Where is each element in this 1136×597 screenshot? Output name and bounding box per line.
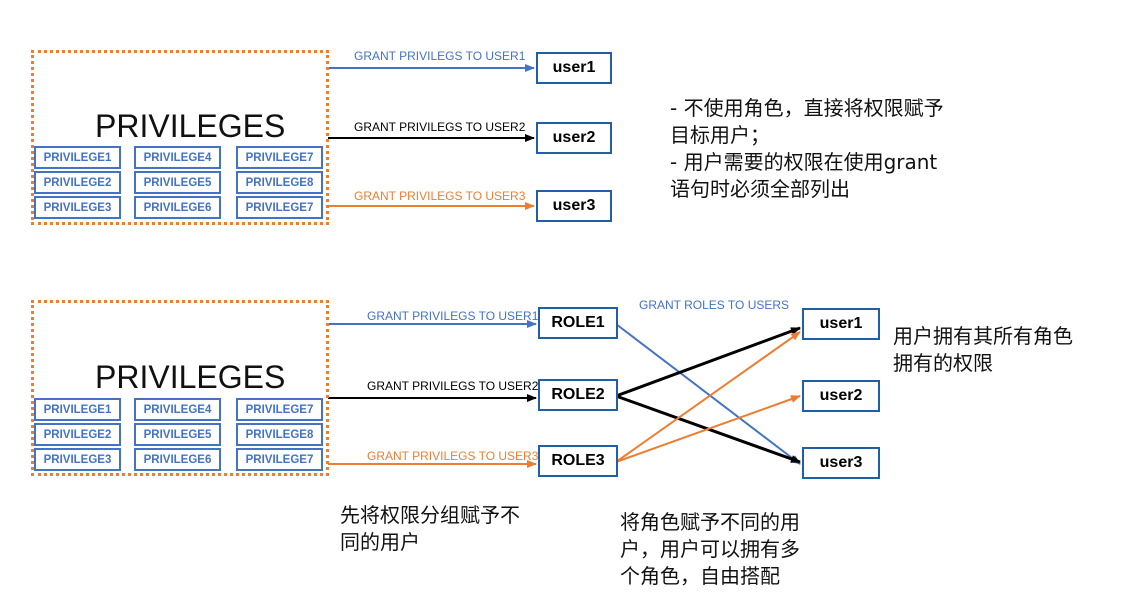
link-role3-user2 (615, 395, 801, 463)
top-privilege-cell: PRIVILEGE4 (134, 146, 221, 169)
bottom-edge-label-role3: GRANT PRIVILEGS TO USER3 (367, 449, 539, 463)
top-note-line: 语句时必须全部列出 (670, 177, 850, 201)
top-note-line: 目标用户； (670, 123, 770, 147)
note-right: 用户拥有其所有角色 拥有的权限 (893, 323, 1073, 377)
top-user1-node: user1 (536, 52, 612, 84)
top-privilege-cell: PRIVILEGE8 (236, 171, 323, 194)
bottom-privilege-cell: PRIVILEGE2 (34, 423, 121, 446)
role2-node: ROLE2 (538, 379, 618, 411)
top-note-line: - 用户需要的权限在使用grant (670, 150, 938, 174)
top-user3-node: user3 (536, 190, 612, 222)
bottom-privilege-cell: PRIVILEGE6 (134, 448, 221, 471)
bottom-privilege-cell: PRIVILEGE5 (134, 423, 221, 446)
bottom-privilege-cell: PRIVILEGE7 (236, 448, 323, 471)
top-privilege-cell: PRIVILEGE5 (134, 171, 221, 194)
top-user2-node: user2 (536, 122, 612, 154)
link-role3-user1 (615, 331, 801, 463)
top-note: - 不使用角色，直接将权限赋予 目标用户； - 用户需要的权限在使用grant … (670, 95, 944, 203)
bottom-privilege-cell: PRIVILEGE4 (134, 398, 221, 421)
roles-to-users-label: GRANT ROLES TO USERS (639, 298, 790, 312)
link-role1-user3 (615, 323, 801, 465)
link-role2-user1 (615, 326, 801, 398)
top-privilege-cell: PRIVILEGE1 (34, 146, 121, 169)
top-edge-label-user3: GRANT PRIVILEGS TO USER3 (354, 189, 526, 203)
note-users-line: 户，用户可以拥有多 (620, 537, 800, 561)
note-right-line: 拥有的权限 (893, 351, 993, 375)
bottom-privileges-title: PRIVILEGES (95, 359, 286, 395)
top-privilege-cell: PRIVILEGE7 (236, 146, 323, 169)
bottom-user3-node: user3 (802, 447, 880, 479)
top-privileges-title: PRIVILEGES (95, 108, 286, 144)
bottom-edge-label-role1: GRANT PRIVILEGS TO USER1 (367, 309, 539, 323)
top-note-line: - 不使用角色，直接将权限赋予 (670, 96, 944, 120)
bottom-privilege-cell: PRIVILEGE1 (34, 398, 121, 421)
note-roles-line: 先将权限分组赋予不 (340, 503, 520, 527)
top-edge-label-user1: GRANT PRIVILEGS TO USER1 (354, 49, 526, 63)
role1-node: ROLE1 (538, 307, 618, 339)
bottom-user1-node: user1 (802, 308, 880, 340)
note-roles: 先将权限分组赋予不 同的用户 (340, 502, 520, 556)
note-right-line: 用户拥有其所有角色 (893, 324, 1073, 348)
top-privilege-cell: PRIVILEGE3 (34, 196, 121, 219)
bottom-privilege-cell: PRIVILEGE7 (236, 398, 323, 421)
note-users: 将角色赋予不同的用 户，用户可以拥有多 个角色，自由搭配 (620, 509, 800, 590)
note-users-line: 个角色，自由搭配 (620, 564, 780, 588)
role3-node: ROLE3 (538, 445, 618, 477)
top-privilege-cell: PRIVILEGE2 (34, 171, 121, 194)
top-privileges-frame (31, 50, 329, 225)
note-roles-line: 同的用户 (340, 530, 420, 554)
bottom-privilege-cell: PRIVILEGE3 (34, 448, 121, 471)
top-edge-label-user2: GRANT PRIVILEGS TO USER2 (354, 120, 526, 134)
top-privilege-cell: PRIVILEGE6 (134, 196, 221, 219)
bottom-edge-label-role2: GRANT PRIVILEGS TO USER2 (367, 379, 539, 393)
note-users-line: 将角色赋予不同的用 (620, 510, 800, 534)
bottom-privilege-cell: PRIVILEGE8 (236, 423, 323, 446)
top-privilege-cell: PRIVILEGE7 (236, 196, 323, 219)
bottom-privileges-frame (31, 300, 329, 476)
bottom-user2-node: user2 (802, 380, 880, 412)
